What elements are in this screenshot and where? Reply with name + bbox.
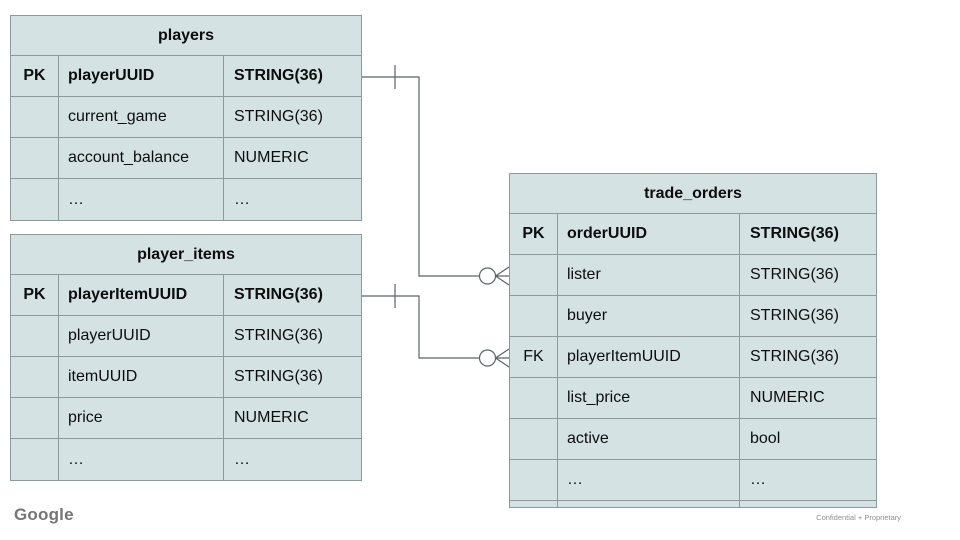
- field-type-cell: …: [223, 439, 361, 480]
- field-name-cell: price: [58, 398, 223, 438]
- field-name-cell: …: [58, 439, 223, 480]
- key-cell: PK: [23, 67, 46, 84]
- table-row: FK playerItemUUID STRING(36): [510, 337, 876, 378]
- table-row: itemUUID STRING(36): [11, 357, 361, 398]
- key-cell: [510, 378, 557, 418]
- table-row: PK playerItemUUID STRING(36): [11, 275, 361, 316]
- field-type-cell: STRING(36): [223, 357, 361, 397]
- table-row: current_game STRING(36): [11, 97, 361, 138]
- table-title: players: [11, 16, 361, 56]
- field-name-cell: itemUUID: [58, 357, 223, 397]
- key-cell: FK: [523, 348, 544, 365]
- field-type-cell: NUMERIC: [739, 378, 876, 418]
- relationship-player-items-to-trade-orders: [362, 284, 510, 368]
- key-cell: PK: [23, 286, 46, 303]
- er-table-players: players PK playerUUID STRING(36) current…: [10, 15, 362, 221]
- table-row: price NUMERIC: [11, 398, 361, 439]
- field-type-cell: STRING(36): [739, 296, 876, 336]
- google-logo: Google: [14, 505, 74, 524]
- field-type-cell: STRING(36): [739, 214, 876, 254]
- field-type-cell: NUMERIC: [223, 398, 361, 438]
- er-table-player-items: player_items PK playerItemUUID STRING(36…: [10, 234, 362, 481]
- field-name-cell: lister: [557, 255, 739, 295]
- field-type-cell: STRING(36): [223, 97, 361, 137]
- field-name-cell: playerItemUUID: [58, 275, 223, 315]
- field-type-cell: [739, 501, 876, 507]
- field-name-cell: account_balance: [58, 138, 223, 178]
- field-name-cell: list_price: [557, 378, 739, 418]
- key-cell: [11, 179, 58, 220]
- field-name-cell: playerUUID: [58, 56, 223, 96]
- key-cell: [11, 138, 58, 178]
- table-empty-stub-row: [510, 501, 876, 507]
- relationship-line: [362, 76, 480, 277]
- field-type-cell: STRING(36): [223, 56, 361, 96]
- table-row: … …: [11, 179, 361, 220]
- field-name-cell: playerUUID: [58, 316, 223, 356]
- table-row: active bool: [510, 419, 876, 460]
- field-name-cell: orderUUID: [557, 214, 739, 254]
- key-cell: [11, 97, 58, 137]
- key-cell: [510, 296, 557, 336]
- zero-cardinality-circle-icon: [478, 349, 497, 367]
- key-cell: [11, 357, 58, 397]
- field-type-cell: …: [739, 460, 876, 500]
- table-row: account_balance NUMERIC: [11, 138, 361, 179]
- key-cell: [11, 398, 58, 438]
- table-row: … …: [510, 460, 876, 501]
- relationship-players-to-trade-orders: [362, 65, 510, 286]
- table-title: trade_orders: [510, 174, 876, 214]
- many-crowsfoot-icon: [495, 266, 510, 286]
- table-row: PK orderUUID STRING(36): [510, 214, 876, 255]
- field-type-cell: bool: [739, 419, 876, 459]
- table-row: buyer STRING(36): [510, 296, 876, 337]
- table-row: lister STRING(36): [510, 255, 876, 296]
- field-name-cell: …: [557, 460, 739, 500]
- relationship-line: [362, 295, 480, 359]
- field-name-cell: buyer: [557, 296, 739, 336]
- field-type-cell: NUMERIC: [223, 138, 361, 178]
- key-cell: [510, 460, 557, 500]
- key-cell: PK: [522, 225, 545, 242]
- table-title: player_items: [11, 235, 361, 275]
- key-cell: [510, 501, 557, 507]
- field-name-cell: active: [557, 419, 739, 459]
- field-type-cell: STRING(36): [739, 337, 876, 377]
- key-cell: [11, 316, 58, 356]
- key-cell: [510, 255, 557, 295]
- table-row: playerUUID STRING(36): [11, 316, 361, 357]
- key-cell: [11, 439, 58, 480]
- field-type-cell: …: [223, 179, 361, 220]
- field-name-cell: playerItemUUID: [557, 337, 739, 377]
- field-name-cell: [557, 501, 739, 507]
- table-row: … …: [11, 439, 361, 480]
- field-type-cell: STRING(36): [739, 255, 876, 295]
- many-crowsfoot-icon: [495, 348, 510, 368]
- table-row: list_price NUMERIC: [510, 378, 876, 419]
- field-type-cell: STRING(36): [223, 316, 361, 356]
- table-row: PK playerUUID STRING(36): [11, 56, 361, 97]
- field-name-cell: …: [58, 179, 223, 220]
- key-cell: [510, 419, 557, 459]
- er-table-trade-orders: trade_orders PK orderUUID STRING(36) lis…: [509, 173, 877, 508]
- zero-cardinality-circle-icon: [478, 267, 497, 285]
- confidential-footer-text: Confidential + Proprietary: [816, 513, 901, 522]
- field-type-cell: STRING(36): [223, 275, 361, 315]
- field-name-cell: current_game: [58, 97, 223, 137]
